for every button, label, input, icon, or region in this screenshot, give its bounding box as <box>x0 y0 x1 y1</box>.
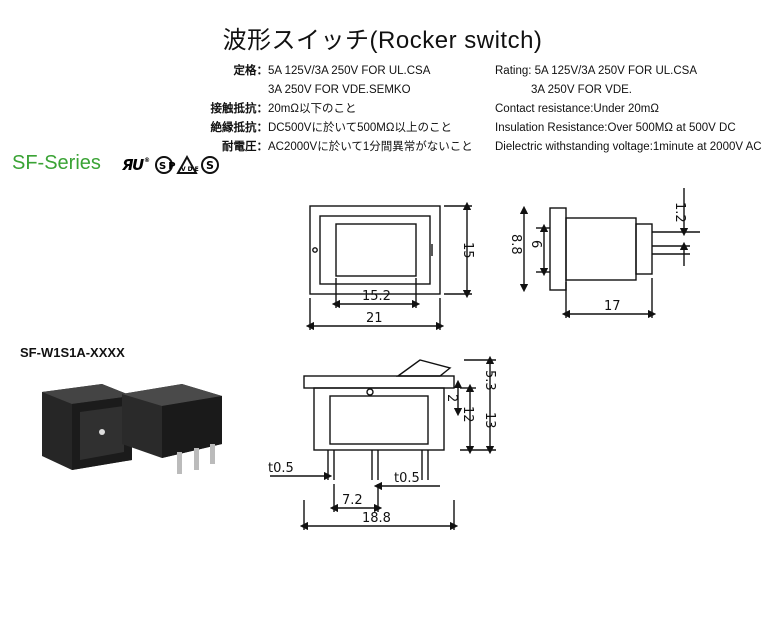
dim-terminal-thickness-right: t0.5 <box>394 471 420 486</box>
product-photo <box>42 384 222 474</box>
rating-key-jp: 定格： <box>233 65 269 77</box>
semko-icon: S <box>201 156 219 174</box>
series-label: SF-Series <box>12 152 101 174</box>
svg-text:SP: SP <box>159 161 178 172</box>
english-specs: Rating: 5A 125V/3A 250V FOR UL.CSA 3A 25… <box>495 62 762 157</box>
dim-terminal-pitch: 7.2 <box>342 493 363 508</box>
insulation-en: Insulation Resistance:Over 500MΩ at 500V… <box>495 122 736 134</box>
rating-en-1: Rating: 5A 125V/3A 250V FOR UL.CSA <box>495 65 698 77</box>
svg-text:VDE: VDE <box>181 166 201 173</box>
switch-side-view <box>122 384 222 474</box>
dimension-drawing: 15.2 21 15 6 8.8 1.2 17 <box>268 188 700 531</box>
csa-icon: SP <box>155 156 178 174</box>
contact-key-jp: 接触抵抗： <box>210 103 269 115</box>
dim-front-height: 15 <box>460 242 475 259</box>
insulation-value-jp: DC500Vに於いて500MΩ以上のこと <box>268 122 452 134</box>
contact-value-jp: 20mΩ以下のこと <box>268 103 357 115</box>
contact-en: Contact resistance:Under 20mΩ <box>495 103 659 115</box>
dim-bottom-width: 18.8 <box>362 511 391 526</box>
svg-text:®: ® <box>144 157 152 164</box>
vde-icon: VDE <box>176 154 201 174</box>
voltage-value-jp: AC2000Vに於いて1分間異常がないこと <box>268 141 473 153</box>
voltage-key-jp: 耐電圧： <box>222 141 268 153</box>
dim-side-terminal-height: 6 <box>528 240 543 248</box>
dim-side-body-height: 8.8 <box>508 234 523 255</box>
dim-side-depth: 17 <box>604 299 621 314</box>
dim-front-inner-width: 15.2 <box>362 289 391 304</box>
insulation-key-jp: 絶縁抵抗： <box>210 122 269 134</box>
front-view <box>305 201 472 331</box>
side-view <box>519 188 700 319</box>
rating-en-2: 3A 250V FOR VDE. <box>531 84 632 96</box>
dielectric-en: Dielectric withstanding voltage:1minute … <box>495 141 762 153</box>
dim-terminal-thickness-left: t0.5 <box>268 461 294 476</box>
ul-icon: ЯU® <box>122 156 152 174</box>
dim-bottom-height: 13 <box>482 412 497 429</box>
switch-front-view <box>42 384 132 470</box>
dim-bottom-inner: 12 <box>460 406 475 423</box>
svg-text:S: S <box>206 159 216 172</box>
bottom-view <box>270 355 496 531</box>
certification-icons: ЯU® SP VDE S <box>122 154 219 174</box>
dim-bottom-offset: 2 <box>444 394 459 402</box>
dim-side-top: 1.2 <box>672 202 687 223</box>
japanese-specs: 定格：5A 125V/3A 250V FOR UL.CSA 3A 250V FO… <box>200 62 473 157</box>
dim-bottom-overall: 5.3 <box>482 370 497 391</box>
rating-value-jp-1: 5A 125V/3A 250V FOR UL.CSA <box>268 65 431 77</box>
dim-front-outer-width: 21 <box>366 311 383 326</box>
svg-text:U: U <box>132 156 146 174</box>
page-title: 波形スイッチ(Rocker switch) <box>222 27 543 54</box>
rating-value-jp-2: 3A 250V FOR VDE.SEMKO <box>268 84 411 96</box>
svg-text:Я: Я <box>122 156 136 174</box>
part-number: SF-W1S1A-XXXX <box>20 345 125 360</box>
